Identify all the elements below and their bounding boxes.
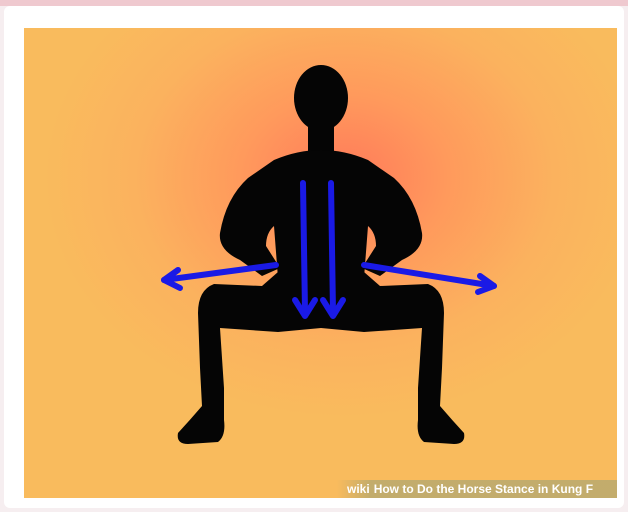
watermark-brand: wiki (347, 482, 370, 496)
neck (308, 123, 334, 153)
person-silhouette (178, 65, 465, 444)
watermark-caption: wiki How to Do the Horse Stance in Kung F (337, 480, 617, 498)
illustration-svg (24, 28, 617, 498)
watermark-text: How to Do the Horse Stance in Kung F (374, 482, 593, 496)
torso (220, 150, 422, 278)
head (294, 65, 348, 131)
horse-stance-illustration: wiki How to Do the Horse Stance in Kung F (24, 28, 617, 498)
image-frame: wiki How to Do the Horse Stance in Kung F (4, 6, 624, 508)
